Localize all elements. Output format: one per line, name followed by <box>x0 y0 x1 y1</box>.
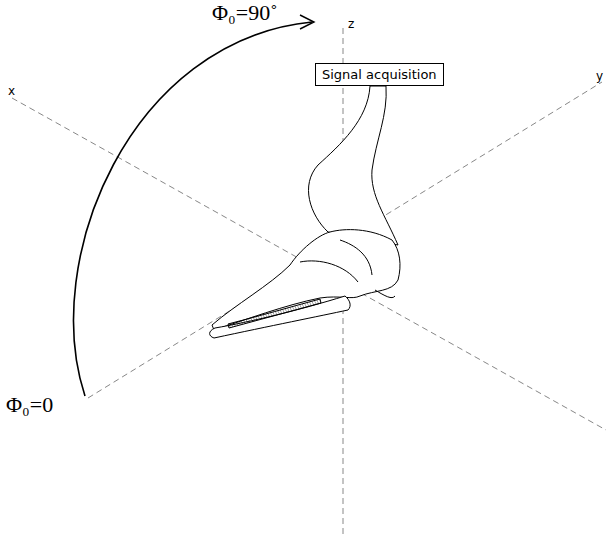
angle-arc <box>74 22 312 396</box>
axis-label: x <box>8 85 15 97</box>
angle-label: Φ₀=0 <box>6 394 53 416</box>
axes <box>12 28 606 538</box>
label-box: Signal acquisition <box>315 63 444 86</box>
axis-label: y <box>596 70 603 82</box>
axis-label: z <box>348 18 354 30</box>
dolphin-skull <box>210 86 400 338</box>
arrow-head <box>300 15 314 29</box>
angle-label: Φ₀=90˚ <box>212 2 277 24</box>
box-text: Signal acquisition <box>322 67 437 82</box>
